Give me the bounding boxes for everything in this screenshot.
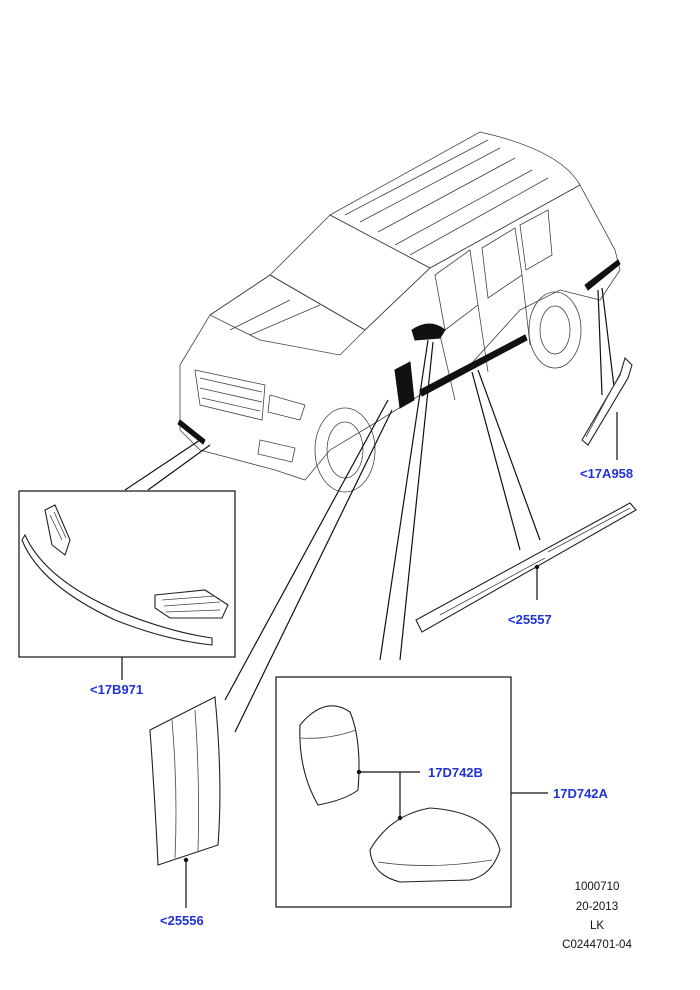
- callout-mirror-assembly[interactable]: 17D742A: [553, 786, 609, 801]
- rear-side-molding-part: [581, 356, 633, 446]
- callout-fender-vent[interactable]: <25556: [160, 913, 204, 928]
- vehicle-illustration: [177, 131, 621, 493]
- mirror-highlight: [411, 323, 446, 341]
- rear-molding-highlight: [584, 259, 621, 291]
- mirror-body-point: [397, 815, 403, 821]
- grille-parts: [21, 504, 229, 646]
- leader-lines: [124, 287, 616, 733]
- door-molding-part: [415, 502, 637, 633]
- meta-line-1: 1000710: [575, 881, 620, 893]
- front-trim-highlight: [177, 419, 206, 445]
- mirror-box: [275, 676, 512, 908]
- meta-line-4: C0244701-04: [562, 939, 632, 951]
- meta-line-3: LK: [590, 920, 604, 932]
- callout-mirror-cap[interactable]: 17D742B: [428, 765, 483, 780]
- drawing-reference-block: 1000710 20-2013 LK C0244701-04: [562, 881, 632, 951]
- callout-door-molding[interactable]: <25557: [508, 612, 552, 627]
- door-molding-highlight: [419, 334, 528, 397]
- callout-grille[interactable]: <17B971: [90, 682, 143, 697]
- fender-vent-part: [149, 696, 221, 866]
- mirror-parts: [299, 705, 501, 883]
- meta-line-2: 20-2013: [576, 901, 618, 913]
- grille-box: [18, 490, 236, 658]
- fender-vent-highlight: [394, 361, 415, 409]
- callout-side-molding[interactable]: <17A958: [580, 466, 633, 481]
